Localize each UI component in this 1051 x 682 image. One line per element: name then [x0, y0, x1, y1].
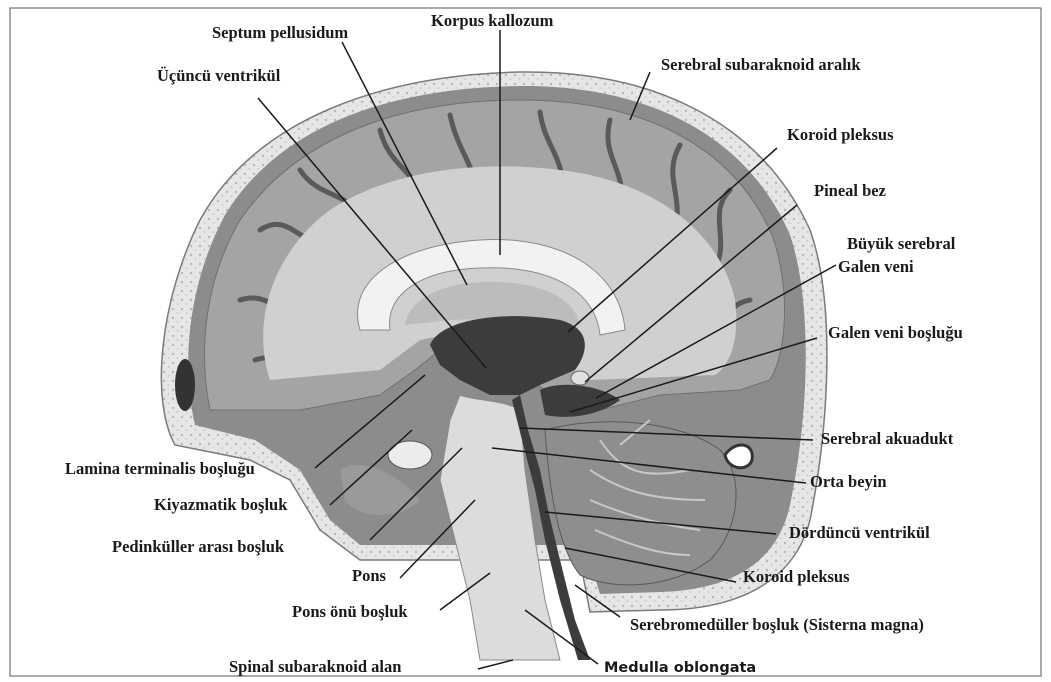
label-serebral-akuadukt: Serebral akuadukt — [821, 429, 954, 448]
transverse-sinus — [725, 445, 752, 468]
label-orta-beyin: Orta beyin — [810, 472, 887, 491]
label-serebromeduller-bosluk: Serebromedüller boşluk (Sisterna magna) — [630, 615, 924, 634]
label-kiyazmatik-bosluk: Kiyazmatik boşluk — [154, 495, 288, 514]
label-galen-veni-boslugu: Galen veni boşluğu — [828, 323, 963, 342]
label-ucuncu-ventrikul: Üçüncü ventrikül — [157, 66, 281, 85]
label-koroid-pleksus-lower: Koroid pleksus — [743, 567, 850, 586]
label-pons-onu-bosluk: Pons önü boşluk — [292, 602, 408, 621]
label-korpus-kallozum: Korpus kallozum — [431, 11, 554, 30]
label-serebral-subaraknoid-aralik: Serebral subaraknoid aralık — [661, 55, 861, 74]
label-koroid-pleksus-upper: Koroid pleksus — [787, 125, 894, 144]
label-dorduncu-ventrikul: Dördüncü ventrikül — [789, 523, 930, 542]
label-pons: Pons — [352, 566, 387, 585]
label-spinal-subaraknoid-alan: Spinal subaraknoid alan — [229, 657, 401, 676]
pineal-gland — [571, 371, 589, 385]
label-lamina-terminalis-boslugu: Lamina terminalis boşluğu — [65, 459, 255, 478]
label-septum-pellusidum: Septum pellusidum — [212, 23, 348, 42]
label-buyuk-serebral-line2: Galen veni — [838, 257, 914, 276]
label-pineal-bez: Pineal bez — [814, 181, 886, 200]
label-buyuk-serebral-line1: Büyük serebral — [847, 234, 956, 253]
label-medulla-oblongata: Medulla oblongata — [604, 660, 756, 676]
cerebellum — [545, 422, 736, 585]
frontal-sinus — [175, 359, 195, 411]
label-pedinkuller-arasi-bosluk: Pedinküller arası boşluk — [112, 537, 285, 556]
